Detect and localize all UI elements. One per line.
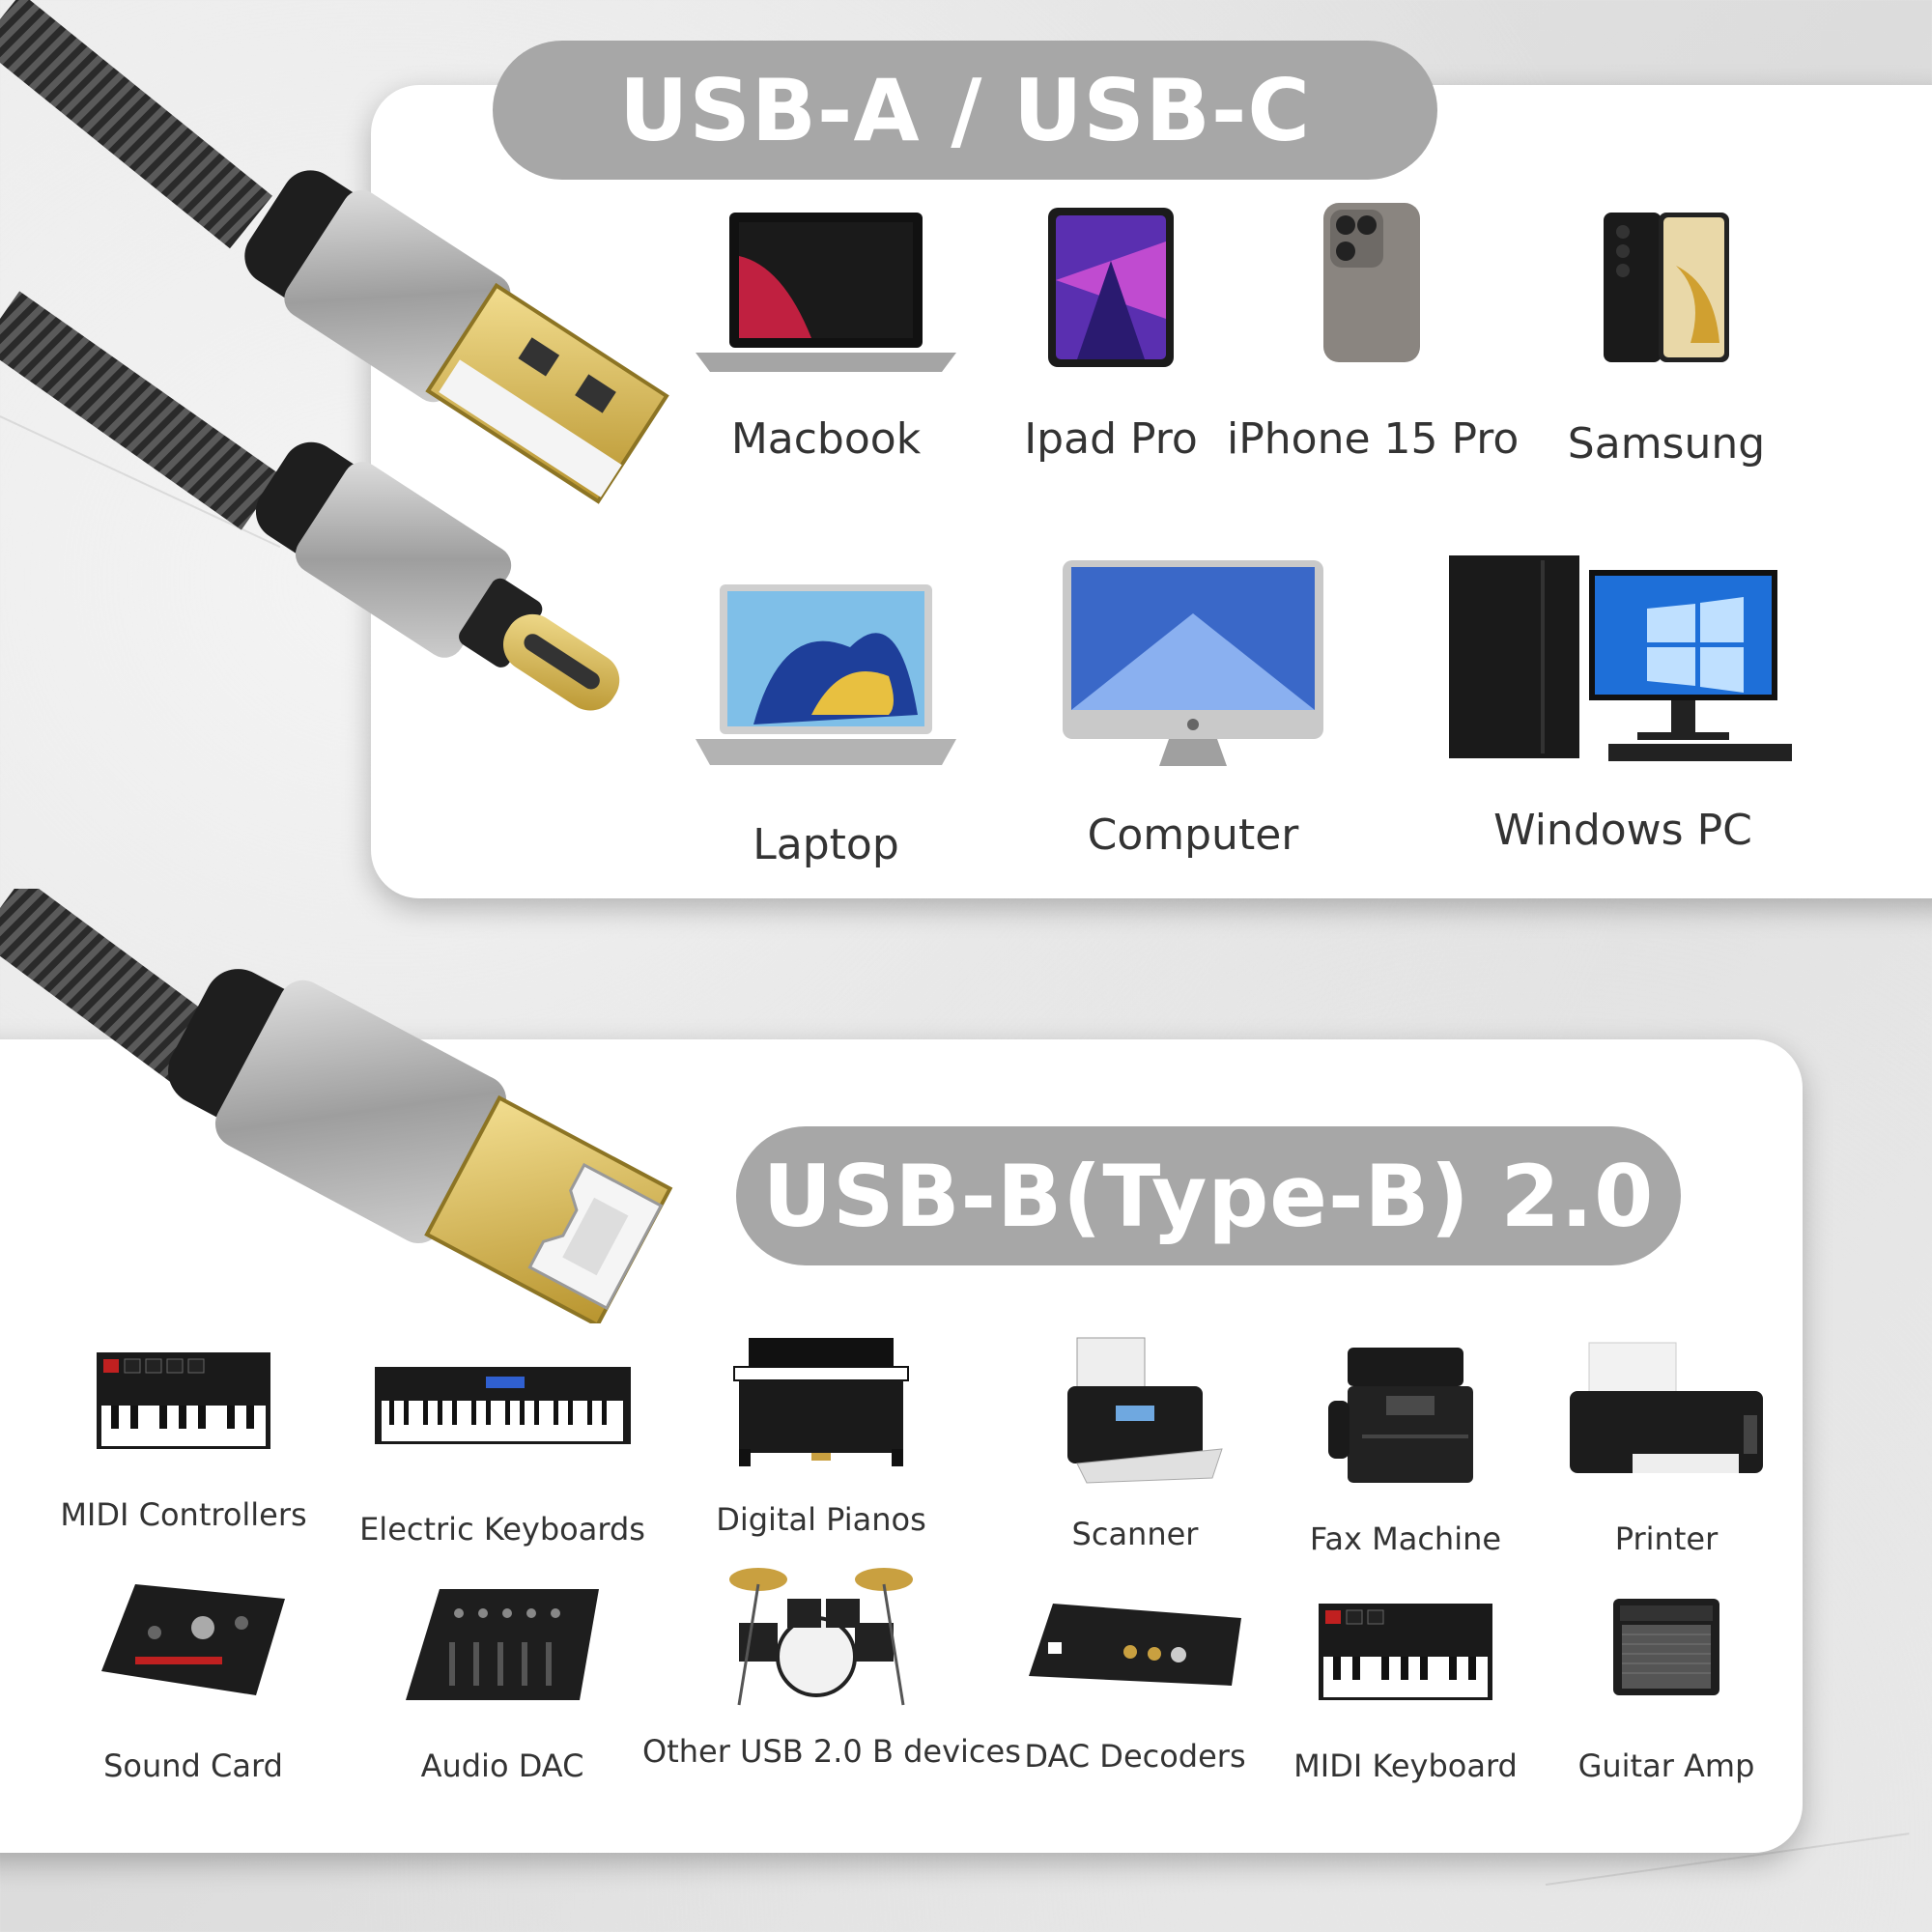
device-guitar-amp: Guitar Amp	[1546, 1594, 1787, 1784]
device-label: Guitar Amp	[1577, 1747, 1755, 1784]
device-scanner: Scanner	[1024, 1333, 1246, 1552]
usb-b-title: USB-B(Type-B) 2.0	[736, 1126, 1681, 1265]
device-samsung: Samsung	[1546, 208, 1787, 469]
usb-b-connector	[0, 889, 673, 1323]
device-label: Audio DAC	[420, 1747, 584, 1784]
device-label: Samsung	[1567, 419, 1766, 469]
device-midi-keyboard: MIDI Keyboard	[1280, 1599, 1531, 1784]
device-digital-pianos: Digital Pianos	[686, 1333, 956, 1538]
device-label: Digital Pianos	[716, 1501, 926, 1538]
device-label: Other USB 2.0 B devices	[642, 1733, 1021, 1770]
device-label: Laptop	[753, 820, 899, 869]
fax-machine-icon	[1328, 1348, 1473, 1483]
sound-card-icon	[101, 1584, 285, 1695]
guitar-amp-icon	[1613, 1599, 1719, 1695]
printer-icon	[1570, 1342, 1763, 1473]
ipad-icon	[1048, 208, 1174, 367]
audio-mixer-icon	[406, 1589, 599, 1700]
samsung-phone-icon	[1604, 213, 1729, 362]
device-audio-dac: Audio DAC	[362, 1584, 642, 1784]
device-dac-decoders: DAC Decoders	[1024, 1594, 1246, 1775]
device-label: Scanner	[1071, 1516, 1199, 1552]
device-label: MIDI Keyboard	[1293, 1747, 1518, 1784]
device-electric-keyboards: Electric Keyboards	[353, 1362, 652, 1548]
laptop-icon	[696, 584, 956, 765]
device-label: Printer	[1614, 1520, 1719, 1557]
device-label: Sound Card	[103, 1747, 283, 1784]
usb-a-usb-c-connectors	[0, 0, 669, 711]
usb-a-c-title: USB-A / USB-C	[493, 41, 1437, 180]
device-label: Ipad Pro	[1024, 414, 1198, 464]
device-laptop: Laptop	[667, 580, 985, 869]
device-computer: Computer	[1053, 555, 1333, 860]
device-macbook: Macbook	[667, 208, 985, 464]
device-label: Macbook	[730, 414, 922, 464]
device-label: MIDI Controllers	[60, 1496, 307, 1533]
electric-keyboard-icon	[374, 1367, 631, 1444]
device-printer: Printer	[1546, 1338, 1787, 1557]
device-label: Fax Machine	[1309, 1520, 1502, 1557]
scanner-icon	[1067, 1337, 1223, 1484]
device-label: Electric Keyboards	[359, 1511, 645, 1548]
windows-pc-icon	[1449, 555, 1792, 761]
device-label: iPhone 15 Pro	[1227, 414, 1520, 464]
digital-piano-icon	[733, 1338, 909, 1466]
drum-kit-icon	[729, 1568, 913, 1706]
device-label: Windows PC	[1493, 806, 1752, 855]
device-other-usb-devices: Other USB 2.0 B devices	[642, 1555, 1021, 1770]
device-label: Computer	[1087, 810, 1299, 860]
macbook-icon	[696, 213, 956, 372]
iphone-icon	[1323, 203, 1420, 362]
midi-controller-icon	[97, 1352, 270, 1449]
device-iphone-15-pro: iPhone 15 Pro	[1227, 198, 1520, 464]
device-sound-card: Sound Card	[53, 1575, 333, 1784]
device-ipad-pro: Ipad Pro	[1005, 203, 1217, 464]
imac-icon	[1063, 560, 1323, 766]
device-label: DAC Decoders	[1024, 1738, 1246, 1775]
device-fax-machine: Fax Machine	[1285, 1343, 1526, 1557]
midi-keyboard-icon	[1319, 1604, 1492, 1700]
device-windows-pc: Windows PC	[1439, 551, 1806, 855]
device-midi-controllers: MIDI Controllers	[39, 1348, 328, 1533]
dac-decoder-icon	[1029, 1604, 1241, 1686]
